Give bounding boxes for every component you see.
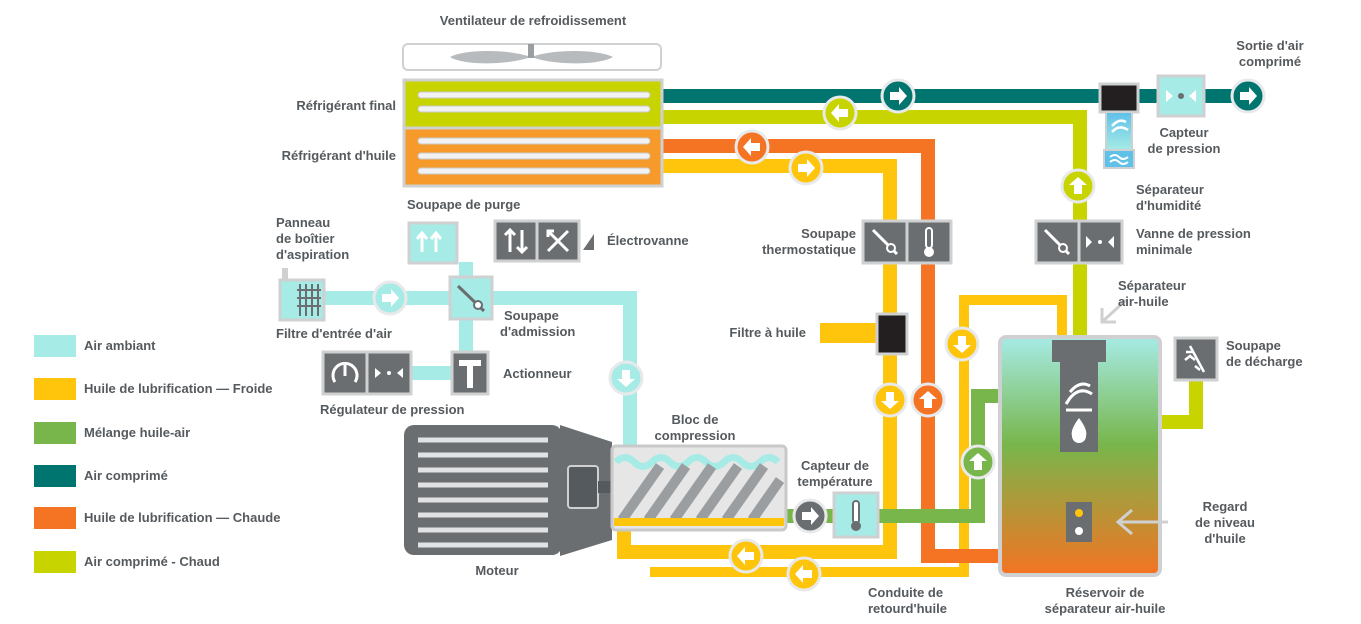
arrow-hot-oil-up bbox=[910, 382, 946, 418]
legend-label-cold-oil: Huile de lubrification — Froide bbox=[84, 381, 273, 396]
pressure-regulator-label: Régulateur de pression bbox=[320, 402, 465, 417]
final-cooler bbox=[402, 78, 664, 130]
arrow-mix-right bbox=[792, 498, 828, 534]
legend-label-mix: Mélange huile-air bbox=[84, 425, 191, 440]
min-pressure-valve bbox=[1034, 219, 1124, 265]
cooling-fan-label: Ventilateur de refroidissement bbox=[439, 13, 627, 28]
legend-label-compressed: Air comprimé bbox=[84, 468, 168, 483]
actuator-label: Actionneur bbox=[503, 366, 572, 381]
arrow-hot-air-left bbox=[822, 95, 858, 131]
arrow-cold-oil-down-2 bbox=[944, 326, 980, 362]
relief-valve bbox=[1173, 336, 1219, 382]
arrow-hot-air-up bbox=[1060, 168, 1096, 204]
legend-swatch-mix bbox=[34, 422, 76, 444]
pressure-regulator bbox=[321, 350, 413, 396]
pipe-hot-oil bbox=[662, 139, 1000, 563]
arrow-intake-right bbox=[372, 280, 408, 316]
solenoid-label: Électrovanne bbox=[607, 233, 689, 248]
purge-valve-label: Soupape de purge bbox=[407, 197, 521, 212]
oil-filter bbox=[875, 312, 909, 356]
compression-block bbox=[610, 444, 788, 532]
pipe-hot-air bbox=[662, 110, 1087, 345]
pressure-sensor bbox=[1156, 74, 1206, 118]
motor-label: Moteur bbox=[475, 563, 519, 578]
arrow-cold-oil-right bbox=[788, 150, 824, 186]
oil-cooler bbox=[402, 126, 664, 188]
arrow-intake-down bbox=[608, 360, 644, 396]
legend-label-hot-air: Air comprimé - Chaud bbox=[84, 554, 220, 569]
arrow-cold-oil-left bbox=[728, 538, 764, 574]
arrow-cold-oil-down bbox=[872, 382, 908, 418]
thermostatic-valve bbox=[861, 219, 953, 265]
moisture-separator bbox=[1098, 82, 1140, 169]
arrow-compressed-right bbox=[880, 78, 916, 114]
legend-swatch-hot-air bbox=[34, 551, 76, 573]
temperature-sensor bbox=[832, 491, 880, 539]
solenoid-valve bbox=[493, 219, 594, 263]
legend-swatch-hot-oil bbox=[34, 507, 76, 529]
arrow-outlet-right bbox=[1230, 78, 1266, 114]
flow-arrows bbox=[372, 78, 1266, 592]
cooling-fan bbox=[402, 43, 662, 71]
pipe-ambient-intake bbox=[322, 291, 637, 445]
legend-label-ambient: Air ambiant bbox=[84, 338, 156, 353]
final-cooler-label: Réfrigérant final bbox=[296, 98, 396, 113]
legend-swatch-cold-oil bbox=[34, 378, 76, 400]
motor bbox=[404, 425, 616, 556]
arrow-mix-up bbox=[960, 444, 996, 480]
arrow-hot-oil-left bbox=[734, 129, 770, 165]
actuator bbox=[450, 350, 490, 396]
oil-cooler-label: Réfrigérant d'huile bbox=[281, 148, 396, 163]
purge-valve bbox=[407, 221, 459, 265]
reservoir bbox=[998, 298, 1168, 577]
intake-box-panel bbox=[278, 268, 326, 322]
pipe-hot-air-relief bbox=[1160, 380, 1203, 429]
legend-swatch-ambient bbox=[34, 335, 76, 357]
air-filter-label: Filtre d'entrée d'air bbox=[276, 326, 392, 341]
arrow-cold-oil-left-2 bbox=[786, 556, 822, 592]
legend-swatch-compressed bbox=[34, 465, 76, 487]
legend-label-hot-oil: Huile de lubrification — Chaude bbox=[84, 510, 281, 525]
intake-valve bbox=[448, 275, 494, 321]
oil-filter-label: Filtre à huile bbox=[729, 325, 806, 340]
pipe-cold-oil-return bbox=[650, 295, 1067, 577]
